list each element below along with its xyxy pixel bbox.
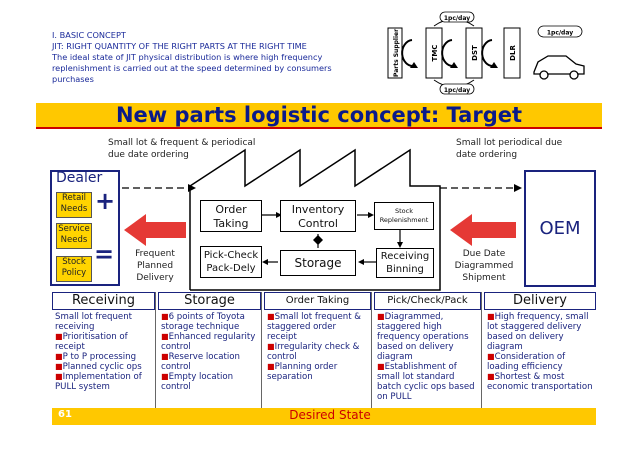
bullet-icon: ■ xyxy=(55,372,63,381)
concept-description: The ideal state of JIT physical distribu… xyxy=(52,52,332,84)
receiving-binning-box: Receiving Binning xyxy=(376,248,434,278)
stock-policy-box: Stock Policy xyxy=(56,256,92,282)
equals-sign: = xyxy=(94,240,115,268)
pick-check-box: Pick-Check Pack-Dely xyxy=(200,246,262,278)
delivery-arrow xyxy=(124,214,186,246)
list-item: ■P to P processing xyxy=(55,352,137,362)
list-item: ■Planning order separation xyxy=(267,362,338,382)
car-icon xyxy=(533,55,585,80)
list-item: ■Reserve location control xyxy=(161,352,240,372)
retail-needs-box: Retail Needs xyxy=(56,192,92,218)
column-storage: Storage ■6 points of Toyota storage tech… xyxy=(158,292,262,420)
service-needs-box: Service Needs xyxy=(56,223,92,249)
column-header: Receiving xyxy=(52,292,155,310)
bullet-icon: ■ xyxy=(161,352,169,361)
bullet-icon: ■ xyxy=(55,332,63,341)
footer-bar xyxy=(52,408,596,425)
dlr-box xyxy=(503,27,521,79)
column-delivery: Delivery ■High frequency, small lot stag… xyxy=(484,292,596,420)
top-flow-label: 1pc/day xyxy=(444,15,470,22)
bullet-icon: ■ xyxy=(487,352,495,361)
cycle-arrow-1 xyxy=(401,39,415,68)
tmc-label: TMC xyxy=(431,45,439,62)
right-flow-label: 1pc/day xyxy=(547,30,573,37)
list-item: ■High frequency, small lot staggered del… xyxy=(487,312,589,352)
cycle-arrow-3 xyxy=(481,39,495,68)
bullet-icon: ■ xyxy=(267,362,275,371)
column-order-taking: Order Taking ■Small lot frequent & stagg… xyxy=(264,292,372,420)
factory-diagram xyxy=(122,148,522,291)
page-title-banner: New parts logistic concept: Target xyxy=(36,103,602,129)
oem-ordering-note: Small lot periodical due date ordering xyxy=(456,138,563,160)
concept-jit: JIT: RIGHT QUANTITY OF THE RIGHT PARTS A… xyxy=(52,41,307,51)
factory-outline xyxy=(189,148,441,291)
column-receiving: Receiving Small lot frequent receiving ■… xyxy=(52,292,156,420)
bullet-icon: ■ xyxy=(55,362,63,371)
footer-label: Desired State xyxy=(289,408,371,422)
list-item: ■Irregularity check & control xyxy=(267,342,360,362)
list-item: ■Enhanced regularity control xyxy=(161,332,256,352)
shipment-label: Due Date Diagrammed Shipment xyxy=(454,249,514,283)
bullet-icon: ■ xyxy=(161,332,169,341)
bullet-icon: ■ xyxy=(267,312,275,321)
list-item: ■Planned cyclic ops xyxy=(55,362,142,372)
column-body: ■Diagrammed, staggered high frequency op… xyxy=(374,310,481,404)
list-item: ■6 points of Toyota storage technique xyxy=(161,312,245,332)
bullet-icon: ■ xyxy=(55,352,63,361)
list-item: ■Establishment of small lot standard bat… xyxy=(377,362,475,402)
list-item: ■Consideration of loading efficiency xyxy=(487,352,566,372)
list-item: ■Prioritisation of receipt xyxy=(55,332,128,352)
column-header: Order Taking xyxy=(264,292,371,310)
bullet-icon: ■ xyxy=(377,312,385,321)
column-body: ■6 points of Toyota storage technique ■E… xyxy=(158,310,261,394)
bullet-icon: ■ xyxy=(487,312,495,321)
dlr-label: DLR xyxy=(509,45,517,61)
cycle-arrow-2 xyxy=(441,39,455,68)
dealer-box xyxy=(50,170,120,286)
inventory-control-box: Inventory Control xyxy=(280,200,356,232)
column-header: Pick/Check/Pack xyxy=(374,292,481,310)
list-item: ■Implementation of PULL system xyxy=(55,372,142,392)
target-table: Receiving Small lot frequent receiving ■… xyxy=(52,292,596,424)
shipment-arrow xyxy=(450,214,516,246)
dst-label: DST xyxy=(471,45,479,61)
list-item: ■Shortest & most economic transportation xyxy=(487,372,593,392)
oem-box: OEM xyxy=(524,170,596,287)
bottom-flow-label: 1pc/day xyxy=(444,87,470,94)
stock-replenishment-box: Stock Replenishment xyxy=(374,202,434,230)
bullet-icon: ■ xyxy=(377,362,385,371)
column-header: Delivery xyxy=(484,292,596,310)
list-item: Small lot frequent receiving xyxy=(55,312,133,332)
page-number: 61 xyxy=(58,409,72,420)
column-header: Storage xyxy=(158,292,261,310)
column-pick-check-pack: Pick/Check/Pack ■Diagrammed, staggered h… xyxy=(374,292,482,420)
delivery-label: Frequent Planned Delivery xyxy=(135,249,175,283)
plus-sign: + xyxy=(95,187,116,215)
storage-box: Storage xyxy=(280,250,356,276)
bullet-icon: ■ xyxy=(161,312,169,321)
list-item: ■Diagrammed, staggered high frequency op… xyxy=(377,312,469,362)
column-body: ■Small lot frequent & staggered order re… xyxy=(264,310,371,384)
bullet-icon: ■ xyxy=(161,372,169,381)
column-body: ■High frequency, small lot staggered del… xyxy=(484,310,596,394)
concept-heading: I. BASIC CONCEPT xyxy=(52,30,126,40)
order-taking-box: Order Taking xyxy=(200,200,262,232)
dealer-title: Dealer xyxy=(56,170,103,186)
column-body: Small lot frequent receiving ■Prioritisa… xyxy=(52,310,155,394)
basic-concept-text: I. BASIC CONCEPT JIT: RIGHT QUANTITY OF … xyxy=(52,30,352,85)
jit-flow-diagram: Parts Supplier TMC DST DLR 1pc/day 1pc/d… xyxy=(387,11,585,95)
bullet-icon: ■ xyxy=(487,372,495,381)
bullet-icon: ■ xyxy=(267,342,275,351)
parts-supplier-label: Parts Supplier xyxy=(393,29,400,77)
dealer-ordering-note: Small lot & frequent & periodical due da… xyxy=(108,138,256,160)
list-item: ■Small lot frequent & staggered order re… xyxy=(267,312,362,342)
list-item: ■Empty location control xyxy=(161,372,234,392)
